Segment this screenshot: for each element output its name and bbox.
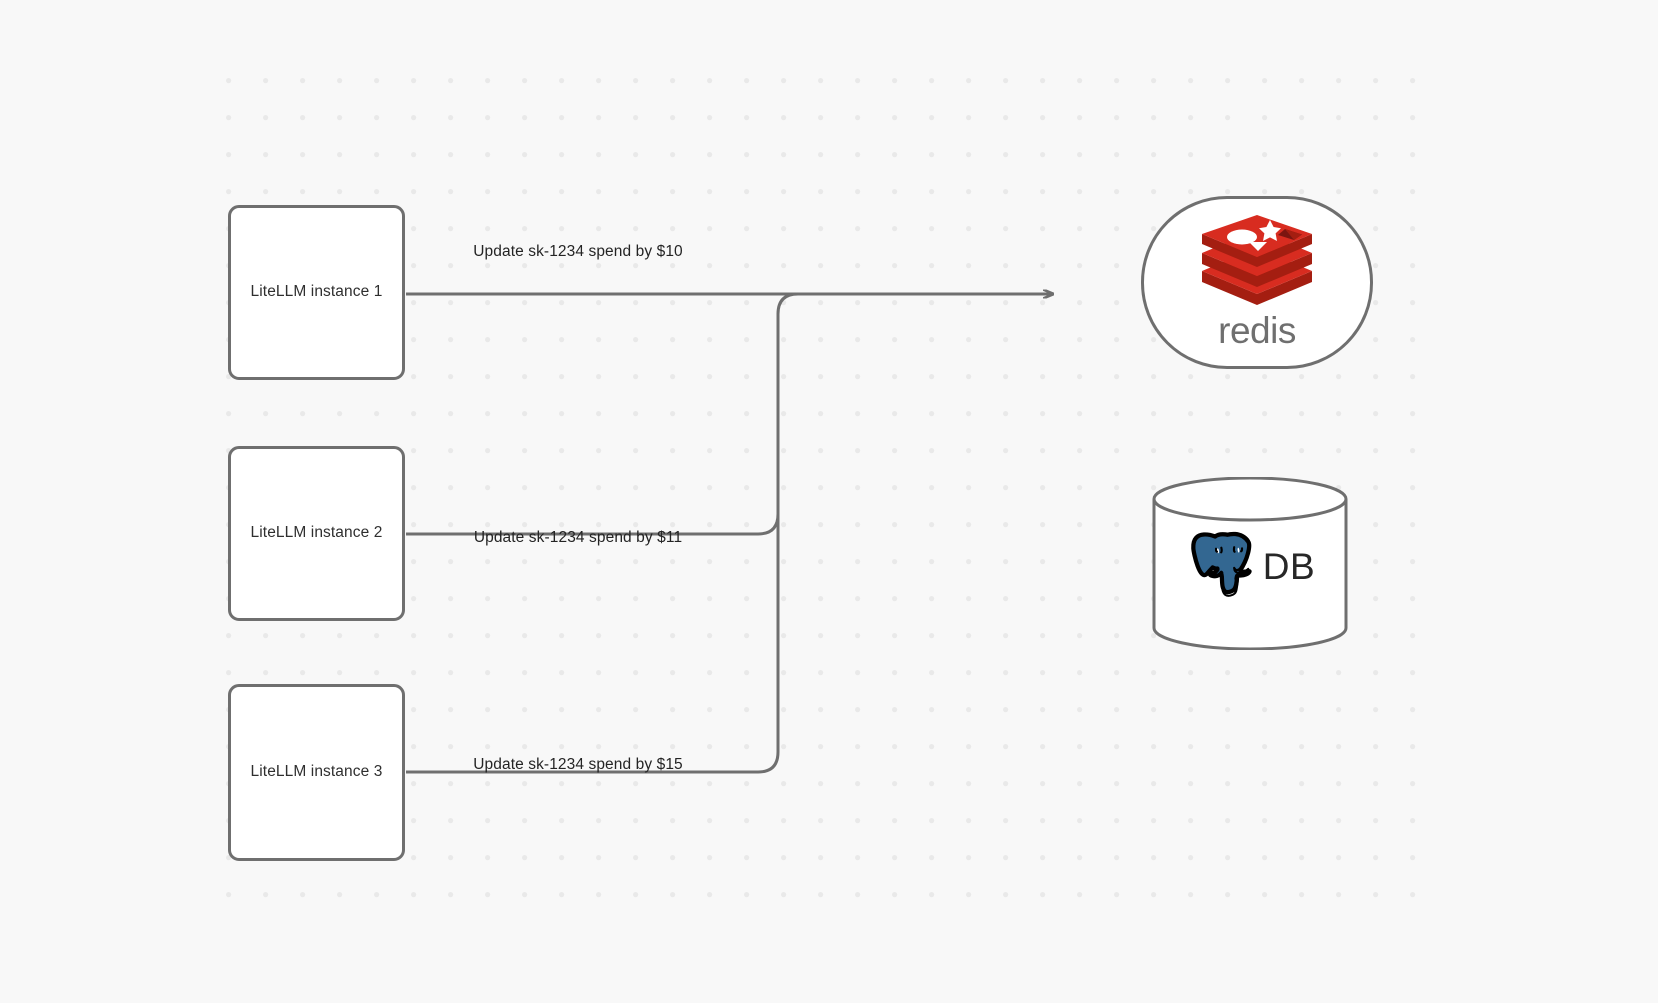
node-label: LiteLLM instance 2 <box>250 524 383 542</box>
edge-label-instance-1: Update sk-1234 spend by $10 <box>473 243 683 261</box>
node-label: LiteLLM instance 1 <box>250 283 383 301</box>
node-litellm-instance-3[interactable]: LiteLLM instance 3 <box>228 684 405 861</box>
postgresql-elephant-icon <box>1191 531 1252 597</box>
edge-path-2 <box>406 292 799 536</box>
db-label: DB <box>1262 545 1316 587</box>
db-node-content: DB <box>1152 477 1348 650</box>
edge-label-text: Update sk-1234 spend by $11 <box>473 529 683 546</box>
redis-stack-logo-icon <box>1202 214 1312 305</box>
edge-label-instance-3: Update sk-1234 spend by $15 <box>473 756 683 774</box>
edge-label-instance-2: Update sk-1234 spend by $11 <box>474 529 682 547</box>
edge-label-text: Update sk-1234 spend by $10 <box>473 243 683 260</box>
node-postgres-db[interactable]: DB <box>1152 477 1348 650</box>
node-label: LiteLLM instance 3 <box>250 763 383 781</box>
node-litellm-instance-2[interactable]: LiteLLM instance 2 <box>228 446 405 621</box>
redis-wordmark-icon: redis <box>1218 310 1296 351</box>
node-litellm-instance-1[interactable]: LiteLLM instance 1 <box>228 205 405 380</box>
node-redis[interactable]: redis <box>1141 196 1373 369</box>
edge-label-text: Update sk-1234 spend by $15 <box>473 756 683 773</box>
svg-text:redis: redis <box>1218 310 1296 351</box>
